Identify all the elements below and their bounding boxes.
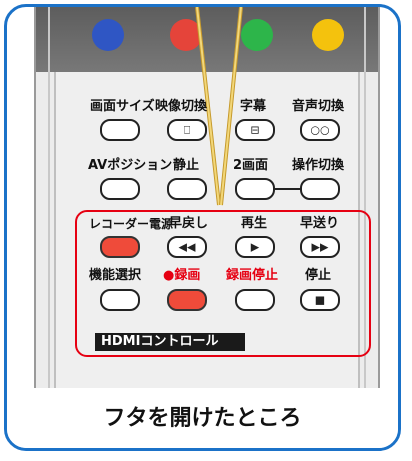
label-rewind: 早戻し xyxy=(169,216,209,231)
yellow-button[interactable] xyxy=(312,19,344,51)
label-video-switch: 映像切換 xyxy=(155,99,208,114)
play-button[interactable]: ▶ xyxy=(235,236,275,258)
hdmi-control-label: HDMIコントロール xyxy=(95,333,245,351)
record-button[interactable] xyxy=(167,289,207,311)
audio-switch-button[interactable]: ○○ xyxy=(300,119,340,141)
label-recorder-power: レコーダー電源 xyxy=(89,217,174,231)
label-pause: 静止 xyxy=(173,158,200,173)
stop-button[interactable]: ■ xyxy=(300,289,340,311)
illustration-frame: 画面サイズ 映像切換 字幕 音声切換 ⎕ ⊟ ○○ AVポジション 静止 2画面… xyxy=(4,4,401,451)
rewind-icon: ◀◀ xyxy=(178,240,196,254)
fast-forward-icon: ▶▶ xyxy=(311,240,329,254)
label-record-stop: 録画停止 xyxy=(226,268,279,283)
label-subtitle: 字幕 xyxy=(240,99,267,114)
caption: フタを開けたところ xyxy=(103,406,302,431)
label-dual-screen: 2画面 xyxy=(233,158,269,173)
play-icon: ▶ xyxy=(250,240,260,254)
dual-screen-button[interactable] xyxy=(235,178,275,200)
screen-size-button[interactable] xyxy=(100,119,140,141)
label-audio-switch: 音声切換 xyxy=(292,99,345,114)
pointer-lines xyxy=(195,7,243,206)
blue-button[interactable] xyxy=(92,19,124,51)
label-screen-size: 画面サイズ xyxy=(90,99,155,114)
label-stop: 停止 xyxy=(305,268,332,283)
subtitle-button[interactable]: ⊟ xyxy=(235,119,275,141)
red-button[interactable] xyxy=(170,19,202,51)
label-operation-switch: 操作切換 xyxy=(292,158,345,173)
video-switch-button[interactable]: ⎕ xyxy=(167,119,207,141)
label-fast-forward: 早送り xyxy=(300,216,340,231)
av-position-button[interactable] xyxy=(100,178,140,200)
label-av-position: AVポジション xyxy=(88,158,173,173)
button-link-line xyxy=(275,188,300,190)
green-button[interactable] xyxy=(241,19,273,51)
label-function-select: 機能選択 xyxy=(89,268,142,283)
fast-forward-button[interactable]: ▶▶ xyxy=(300,236,340,258)
camera-icon: ⎕ xyxy=(183,123,191,137)
function-select-button[interactable] xyxy=(100,289,140,311)
record-stop-button[interactable] xyxy=(235,289,275,311)
hdmi-control-highlight xyxy=(75,210,371,357)
operation-switch-button[interactable] xyxy=(300,178,340,200)
rewind-button[interactable]: ◀◀ xyxy=(167,236,207,258)
audio-icon: ○○ xyxy=(310,123,330,137)
label-play: 再生 xyxy=(241,216,268,231)
remote-left-edge xyxy=(48,7,50,415)
recorder-power-button[interactable] xyxy=(100,236,140,258)
label-record: ●録画 xyxy=(163,268,201,283)
stop-icon: ■ xyxy=(314,293,326,307)
pause-button[interactable] xyxy=(167,178,207,200)
subtitle-icon: ⊟ xyxy=(250,123,260,137)
caption-band xyxy=(7,388,398,448)
